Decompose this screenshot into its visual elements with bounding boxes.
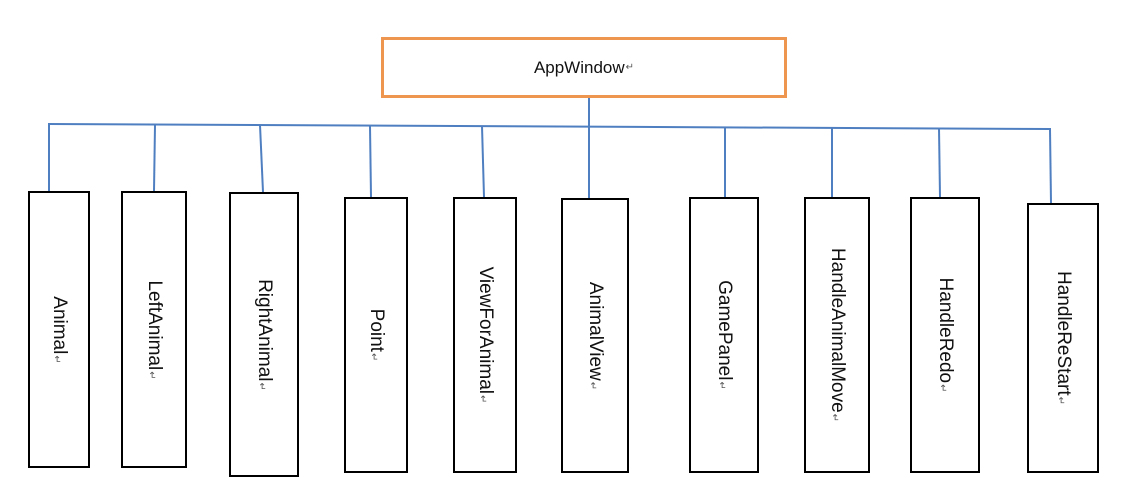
horizontal-bus (47, 123, 1052, 130)
child-node-animal-view: AnimalView↵ (561, 198, 629, 473)
child-node-label: Point↵ (366, 308, 387, 362)
drop-line-point (369, 125, 372, 198)
drop-line-handle-restart (1049, 128, 1052, 204)
root-node-appwindow: AppWindow↵ (381, 37, 787, 98)
child-node-label: AnimalView↵ (585, 281, 606, 390)
child-node-label: HandleReStart↵ (1053, 270, 1074, 406)
child-node-label: RightAnimal↵ (254, 278, 275, 391)
root-node-label: AppWindow (533, 57, 625, 77)
paragraph-mark-icon: ↵ (587, 381, 598, 390)
paragraph-mark-icon: ↵ (51, 354, 62, 364)
child-node-handle-redo: HandleRedo↵ (910, 197, 980, 473)
paragraph-mark-icon: ↵ (146, 370, 157, 380)
child-node-view-for-animal: ViewForAnimal↵ (453, 197, 517, 473)
child-node-label: Animal↵ (49, 295, 70, 364)
child-node-label: HandleAnimalMove↵ (827, 247, 848, 423)
child-node-label: LeftAnimal↵ (144, 279, 165, 380)
drop-line-view-for-animal (481, 125, 485, 198)
child-node-label: GamePanel↵ (714, 280, 735, 390)
child-node-left-animal: LeftAnimal↵ (121, 191, 187, 468)
child-node-label: ViewForAnimal↵ (475, 266, 496, 404)
drop-line-right-animal (259, 124, 264, 193)
child-node-game-panel: GamePanel↵ (689, 197, 759, 473)
paragraph-mark-icon: ↵ (368, 352, 379, 362)
drop-line-handle-redo (938, 127, 941, 198)
paragraph-mark-icon: ↵ (716, 381, 727, 390)
child-node-right-animal: RightAnimal↵ (229, 192, 299, 477)
paragraph-mark-icon: ↵ (1055, 396, 1066, 406)
child-node-label: HandleRedo↵ (935, 277, 956, 393)
paragraph-mark-icon: ↵ (937, 384, 948, 393)
child-node-animal: Animal↵ (28, 191, 90, 468)
drop-line-left-animal (153, 124, 156, 192)
child-node-handle-restart: HandleReStart↵ (1027, 203, 1099, 473)
paragraph-mark-icon: ↵ (625, 62, 635, 73)
paragraph-mark-icon: ↵ (477, 395, 488, 404)
child-node-point: Point↵ (344, 197, 408, 473)
paragraph-mark-icon: ↵ (829, 413, 840, 423)
paragraph-mark-icon: ↵ (256, 382, 267, 391)
child-node-handle-animal-move: HandleAnimalMove↵ (804, 197, 870, 473)
